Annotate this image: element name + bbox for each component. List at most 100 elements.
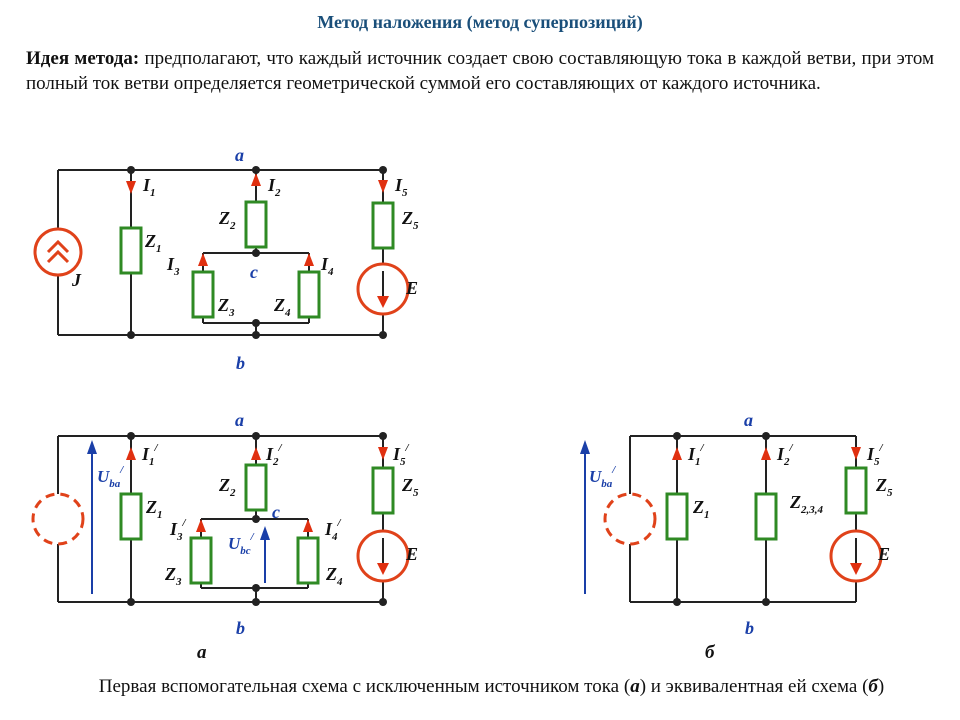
node-dot: [673, 598, 681, 606]
sublabel-a: а: [197, 642, 207, 663]
label-uba: Uba/: [589, 464, 616, 490]
node-dot: [252, 331, 260, 339]
method-idea-paragraph: Идея метода: предполагают, что каждый ис…: [26, 46, 934, 96]
node-dot: [127, 331, 135, 339]
label-i2: I2: [267, 175, 281, 199]
caption-text: ) и эквивалентная ей схема (: [639, 676, 869, 697]
label-e: E: [405, 544, 418, 564]
node-dot: [252, 166, 260, 174]
label-i3: I3: [166, 254, 180, 278]
resistor-z3: [189, 536, 213, 585]
label-z5: Z5: [401, 208, 419, 232]
resistor-z4: [296, 536, 320, 585]
label-ubc: Ubc/: [228, 531, 255, 557]
node-dot: [127, 432, 135, 440]
idea-text: предполагают, что каждый источник создае…: [26, 48, 934, 94]
label-i4-prime: I4/: [324, 517, 342, 543]
resistor-z1: [119, 226, 143, 275]
caption-text: Первая вспомогательная схема с исключенн…: [98, 676, 631, 697]
caption-letter-a: а: [630, 676, 640, 697]
caption-text: ): [877, 676, 885, 697]
emf-arrow-icon: [850, 563, 862, 575]
current-arrow-i2-icon: [251, 173, 261, 186]
original-circuit: a b c J E Z1 Z2 Z3 Z4 Z5 I1 I2 I3 I4 I5: [33, 145, 419, 373]
node-dot: [127, 598, 135, 606]
idea-lead: Идея метода:: [26, 48, 140, 69]
node-label-b: b: [745, 618, 754, 638]
node-dot: [762, 598, 770, 606]
node-label-a: a: [744, 410, 753, 430]
caption-letter-b: б: [868, 676, 878, 697]
current-arrow-i3-icon: [196, 519, 206, 532]
node-dot: [379, 166, 387, 174]
auxiliary-circuit-a: a b c E Uba/ Ubc/ Z1 Z2 Z3 Z4 Z5 I1/ I2/…: [31, 410, 419, 638]
figure-caption: Первая вспомогательная схема с исключенн…: [0, 676, 960, 698]
label-j: J: [71, 270, 82, 290]
resistor-z234: [754, 492, 778, 541]
resistor-z3: [191, 270, 215, 319]
node-dot: [379, 432, 387, 440]
resistor-z2: [244, 463, 268, 512]
label-z234: Z2,3,4: [789, 492, 824, 516]
label-uba: Uba/: [97, 464, 124, 490]
resistor-z1: [665, 492, 689, 541]
node-label-c: c: [272, 502, 280, 522]
label-i1-prime: I1/: [141, 442, 159, 468]
current-arrow-i1-icon: [672, 447, 682, 460]
label-z5: Z5: [401, 475, 419, 499]
resistor-z4: [297, 270, 321, 319]
label-z4: Z4: [325, 564, 343, 588]
node-dot: [762, 432, 770, 440]
node-label-a: a: [235, 410, 244, 430]
label-i1-prime: I1/: [687, 442, 705, 468]
label-i2-prime: I2/: [776, 442, 794, 468]
node-label-b: b: [236, 353, 245, 373]
resistor-z2: [244, 200, 268, 249]
node-dot: [252, 249, 260, 257]
label-i4: I4: [320, 254, 334, 278]
node-dot: [252, 598, 260, 606]
node-label-a: a: [235, 145, 244, 165]
label-i5: I5: [394, 175, 408, 199]
label-z4: Z4: [273, 295, 291, 319]
label-z1: Z1: [144, 231, 162, 255]
label-z3: Z3: [164, 564, 182, 588]
label-z2: Z2: [218, 208, 236, 232]
label-z1: Z1: [692, 497, 710, 521]
current-arrow-i1-icon: [126, 447, 136, 460]
current-arrow-i4-icon: [304, 253, 314, 266]
label-i5-prime: I5/: [392, 442, 410, 468]
node-label-c: c: [250, 262, 258, 282]
node-dot: [252, 584, 260, 592]
label-z5: Z5: [875, 475, 893, 499]
node-dot: [379, 331, 387, 339]
current-arrow-i5-icon: [378, 180, 388, 193]
voltage-arrowhead-icon: [580, 440, 590, 454]
removed-current-source-dashed: [603, 492, 657, 546]
node-dot: [673, 432, 681, 440]
outer-wire-loop: [57, 435, 384, 603]
resistor-z5: [371, 466, 395, 515]
node-dot: [252, 515, 260, 523]
resistor-z5: [371, 201, 395, 250]
label-i5-prime: I5/: [866, 442, 884, 468]
label-e: E: [877, 544, 890, 564]
emf-arrow-icon: [377, 296, 389, 308]
outer-wire-loop: [57, 169, 384, 336]
label-i2-prime: I2/: [265, 442, 283, 468]
label-i3-prime: I3/: [169, 517, 187, 543]
voltage-arrowhead-icon: [87, 440, 97, 454]
current-arrow-i5-icon: [378, 447, 388, 460]
label-e: E: [405, 278, 418, 298]
label-z2: Z2: [218, 475, 236, 499]
page-title: Метод наложения (метод суперпозиций): [317, 12, 643, 32]
current-arrow-i1-icon: [126, 181, 136, 194]
current-arrow-i2-icon: [251, 447, 261, 460]
label-i1: I1: [142, 175, 156, 199]
sublabel-b: б: [705, 642, 715, 663]
current-arrow-i5-icon: [851, 447, 861, 460]
current-arrow-i2-icon: [761, 447, 771, 460]
node-dot: [127, 166, 135, 174]
voltage-arrowhead-icon: [260, 526, 270, 540]
